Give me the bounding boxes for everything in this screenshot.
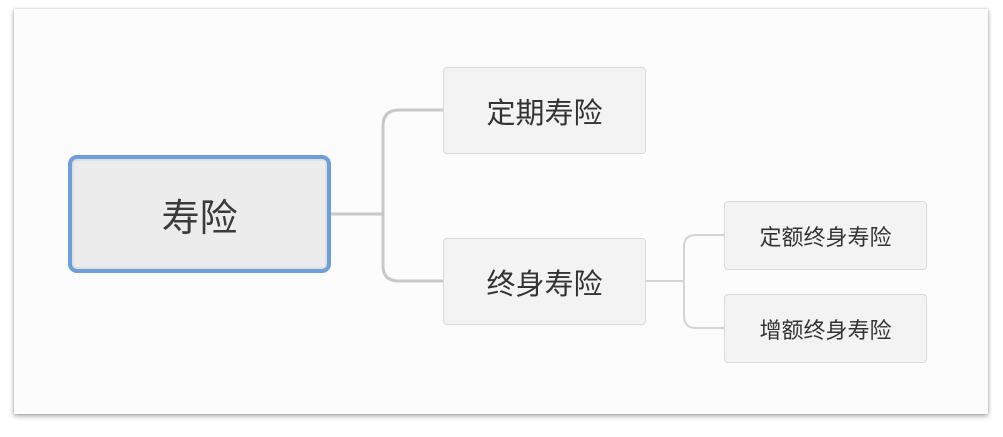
connector-to-dingqi bbox=[381, 108, 445, 216]
node-label: 定期寿险 bbox=[486, 95, 603, 130]
connector-to-zenge bbox=[683, 280, 725, 329]
connector-to-zhongshen bbox=[381, 212, 445, 283]
node-label: 定额终身寿险 bbox=[759, 225, 892, 251]
root-node-label: 寿险 bbox=[161, 195, 238, 240]
root-node[interactable]: 寿险 bbox=[68, 155, 331, 273]
node-dingqi-shouxian[interactable]: 定期寿险 bbox=[443, 67, 646, 154]
connector-to-dinge bbox=[683, 234, 725, 282]
node-label: 终身寿险 bbox=[486, 266, 603, 301]
node-zenge-zhongshen-shouxian[interactable]: 增额终身寿险 bbox=[724, 294, 927, 363]
node-label: 增额终身寿险 bbox=[759, 318, 892, 344]
node-dinge-zhongshen-shouxian[interactable]: 定额终身寿险 bbox=[724, 201, 927, 270]
node-zhongshen-shouxian[interactable]: 终身寿险 bbox=[443, 238, 646, 325]
